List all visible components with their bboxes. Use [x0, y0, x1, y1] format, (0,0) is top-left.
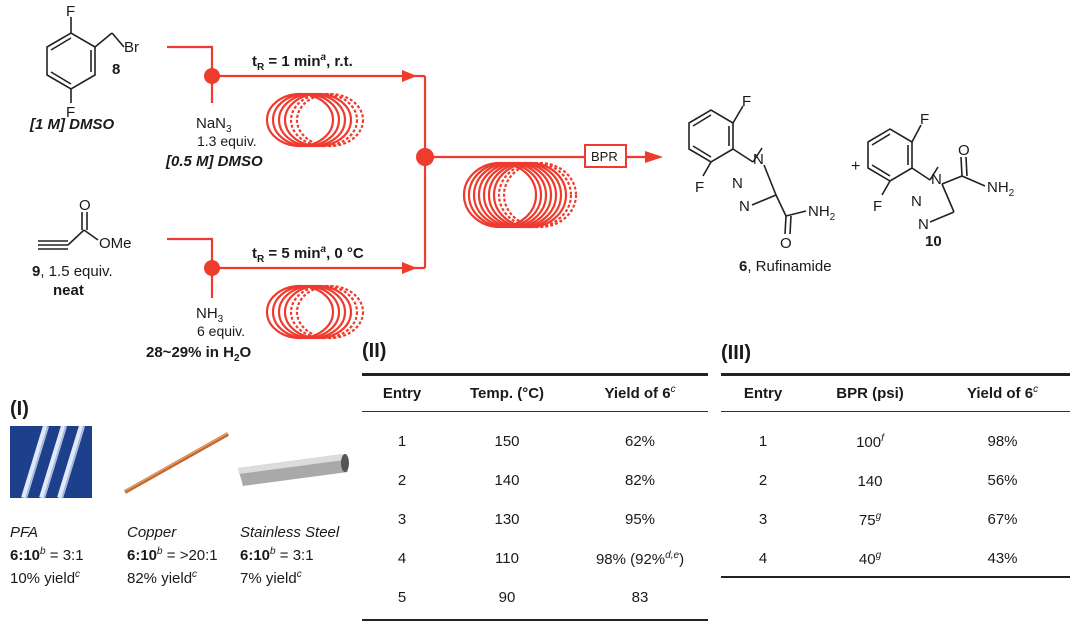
- group-nh2: NH2: [987, 179, 1015, 199]
- reagent-9-structure: O OMe 9, 1.5 equiv. neat: [32, 197, 132, 299]
- tubing-stainless-steel: Stainless Steel 6:10b = 3:1 7% yieldc: [240, 523, 339, 588]
- coil-reactor-3: [462, 161, 578, 229]
- step2-conditions: tR = 5 mina, 0 °C: [252, 244, 364, 265]
- tubing-ratio: 6:10b = 3:1: [10, 546, 84, 564]
- product-10-structure: F F N N N O NH2 10: [867, 111, 1015, 250]
- flow-top: tR = 1 mina, r.t.: [167, 45, 425, 148]
- atom-f: F: [742, 93, 751, 110]
- atom-o: O: [958, 142, 970, 159]
- atom-f: F: [66, 3, 75, 20]
- tubing-name: Stainless Steel: [240, 524, 340, 541]
- atom-n: N: [918, 216, 929, 233]
- coil-reactor-1: [265, 92, 365, 148]
- panel-3-title: (III): [721, 342, 751, 364]
- col-entry: Entry: [721, 376, 805, 412]
- tubing-ratio: 6:10b = >20:1: [127, 546, 218, 564]
- col-yield: Yield of 6c: [935, 376, 1070, 412]
- group-ome: OMe: [99, 235, 132, 252]
- atom-o: O: [79, 197, 91, 214]
- product-6-structure: F F N N N O NH2 6, Rufinamide: [688, 93, 836, 275]
- product-10-label: 10: [925, 233, 942, 250]
- flow-merge: BPR: [416, 76, 663, 268]
- tubing-pfa: PFA 6:10b = 3:1 10% yieldc: [10, 523, 84, 588]
- tubing-ratio: 6:10b = 3:1: [240, 546, 314, 564]
- tubing-yield: 7% yieldc: [240, 569, 302, 587]
- reaction-scheme: F Br F 8 [1 M] DMSO tR = 1 mina, r.t. Na…: [29, 3, 1015, 340]
- ammonia-concentration: 28~29% in H2O: [146, 344, 252, 364]
- plus-sign: +: [851, 158, 860, 175]
- bpr-label: BPR: [591, 149, 618, 164]
- compound-number-8: 8: [112, 61, 120, 78]
- table-top-rule: [721, 373, 1070, 376]
- table-bottom-rule: [721, 576, 1070, 578]
- reagent-sodium-azide: NaN3: [196, 115, 232, 135]
- panel-1-title: (I): [10, 398, 29, 420]
- mixer-node: [204, 260, 220, 276]
- atom-n: N: [732, 175, 743, 192]
- atom-f: F: [920, 111, 929, 128]
- table-header-row: Entry BPR (psi) Yield of 6c: [721, 376, 1070, 412]
- col-bpr: BPR (psi): [805, 376, 935, 412]
- tubing-name: PFA: [10, 524, 39, 541]
- table-bottom-rule: [362, 619, 708, 621]
- reagent-8-solvent: [1 M] DMSO: [29, 116, 114, 133]
- atom-br: Br: [124, 39, 139, 56]
- atom-f: F: [873, 198, 882, 215]
- reagent-9-state: neat: [53, 282, 84, 299]
- col-temp: Temp. (°C): [442, 376, 572, 412]
- col-yield: Yield of 6c: [572, 376, 708, 412]
- steel-tubing-image: [238, 454, 349, 486]
- atom-n: N: [931, 171, 942, 188]
- coil-reactor-2: [265, 284, 365, 340]
- table-top-rule: [362, 373, 708, 376]
- atom-o: O: [780, 235, 792, 252]
- mixer-node: [416, 148, 434, 166]
- reagent-8-structure: F Br F 8 [1 M] DMSO: [29, 3, 139, 133]
- atom-n: N: [753, 151, 764, 168]
- step1-conditions: tR = 1 mina, r.t.: [252, 52, 353, 73]
- azide-solvent: [0.5 M] DMSO: [165, 153, 263, 170]
- azide-equiv: 1.3 equiv.: [197, 133, 257, 149]
- ammonia-equiv: 6 equiv.: [197, 323, 245, 339]
- atom-f: F: [66, 104, 75, 121]
- col-entry: Entry: [362, 376, 442, 412]
- reagent-9-label: 9, 1.5 equiv.: [32, 263, 113, 280]
- atom-f: F: [695, 179, 704, 196]
- tubing-images: [10, 426, 349, 499]
- tubing-name: Copper: [127, 524, 177, 541]
- product-6-label: 6, Rufinamide: [739, 258, 832, 275]
- tubing-yield: 82% yieldc: [127, 569, 198, 587]
- mixer-node: [204, 68, 220, 84]
- flow-bottom: tR = 5 mina, 0 °C: [167, 237, 425, 340]
- tubing-yield: 10% yieldc: [10, 569, 81, 587]
- atom-n: N: [911, 193, 922, 210]
- reagent-ammonia: NH3: [196, 305, 224, 325]
- panel-2-title: (II): [362, 340, 387, 362]
- tubing-copper: Copper 6:10b = >20:1 82% yieldc: [127, 523, 218, 588]
- table-header-row: Entry Temp. (°C) Yield of 6c: [362, 376, 708, 412]
- copper-tubing-image: [124, 432, 229, 494]
- group-nh2: NH2: [808, 203, 836, 223]
- atom-n: N: [739, 198, 750, 215]
